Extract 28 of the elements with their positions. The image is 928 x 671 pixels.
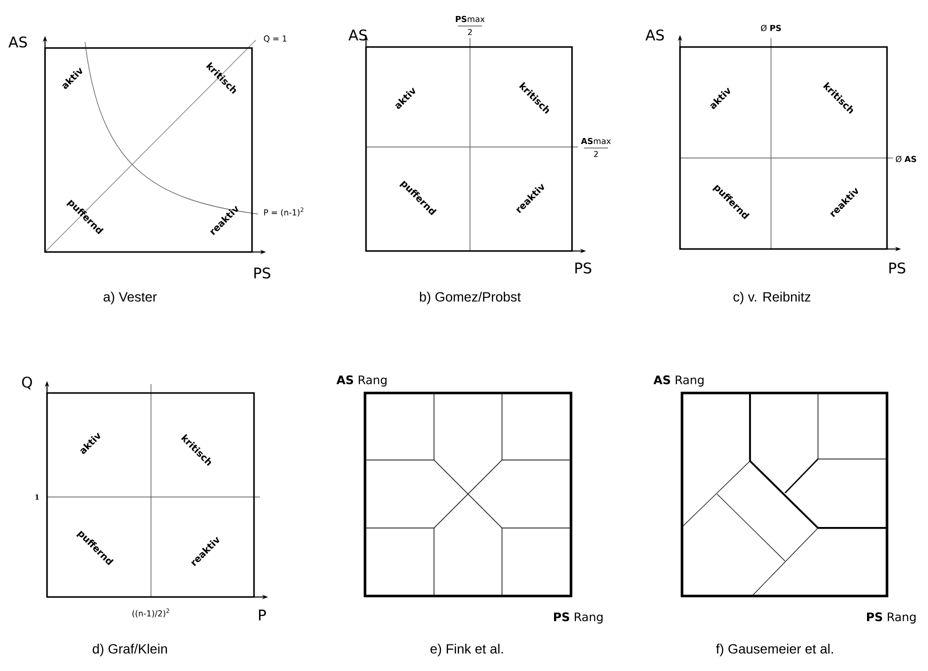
panel-caption: e) Fink et al. xyxy=(430,644,503,656)
axis-label: AS Rang xyxy=(336,375,387,387)
axis-label: P xyxy=(259,610,266,620)
axis-label: Q xyxy=(22,376,32,390)
panel-caption: b) Gomez/Probst xyxy=(420,292,521,304)
panel-caption: c) v. Reibnitz xyxy=(734,292,810,304)
axis-label: PS Rang xyxy=(867,612,916,624)
fraction-denominator: 2 xyxy=(594,150,598,158)
axis-label: AS xyxy=(645,29,664,41)
chart-frame xyxy=(680,392,888,598)
fraction-numerator: PSmax xyxy=(456,16,485,22)
panel-caption: a) Vester xyxy=(104,292,157,304)
chart-frame xyxy=(364,392,572,598)
tick-label: ((n-1)/2)$^{2}$ xyxy=(132,608,170,618)
line-label: Q = 1 xyxy=(264,35,286,43)
axis-label: PS xyxy=(889,262,906,274)
axis-label: AS Rang xyxy=(653,375,704,387)
axis-label: PS xyxy=(254,267,270,279)
axis-label: AS xyxy=(8,36,27,48)
fraction-numerator: ASmax xyxy=(580,138,611,144)
line-label: P = (n-1)$^{2}$ xyxy=(264,208,304,216)
panel-caption: d) Graf/Klein xyxy=(92,644,167,656)
panel-caption: f) Gausemeier et al. xyxy=(716,644,833,656)
axis-label: PS Rang xyxy=(554,612,603,624)
line-label: Ø PS xyxy=(760,24,781,32)
axis-label: PS xyxy=(575,262,592,274)
line-label: Ø AS xyxy=(896,156,916,162)
fraction-denominator: 2 xyxy=(468,28,472,36)
